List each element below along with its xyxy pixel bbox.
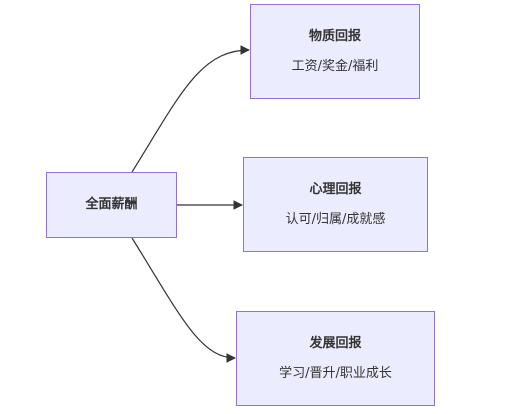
material-reward-detail: 工资/奖金/福利 <box>291 58 379 74</box>
development-reward-node: 发展回报 学习/晋升/职业成长 <box>236 311 435 406</box>
material-reward-node: 物质回报 工资/奖金/福利 <box>250 4 420 99</box>
psychological-reward-node: 心理回报 认可/归属/成就感 <box>243 157 428 252</box>
material-reward-title: 物质回报 <box>308 28 361 44</box>
edge-to-material-reward <box>131 45 250 173</box>
edge-to-development-reward <box>131 237 236 363</box>
psychological-reward-detail: 认可/归属/成就感 <box>285 211 386 227</box>
center-node-label: 全面薪酬 <box>85 197 138 212</box>
psychological-reward-title: 心理回报 <box>309 181 362 197</box>
development-reward-title: 发展回报 <box>309 335 362 351</box>
development-reward-detail: 学习/晋升/职业成长 <box>279 365 392 381</box>
center-node: 全面薪酬 <box>46 172 177 238</box>
